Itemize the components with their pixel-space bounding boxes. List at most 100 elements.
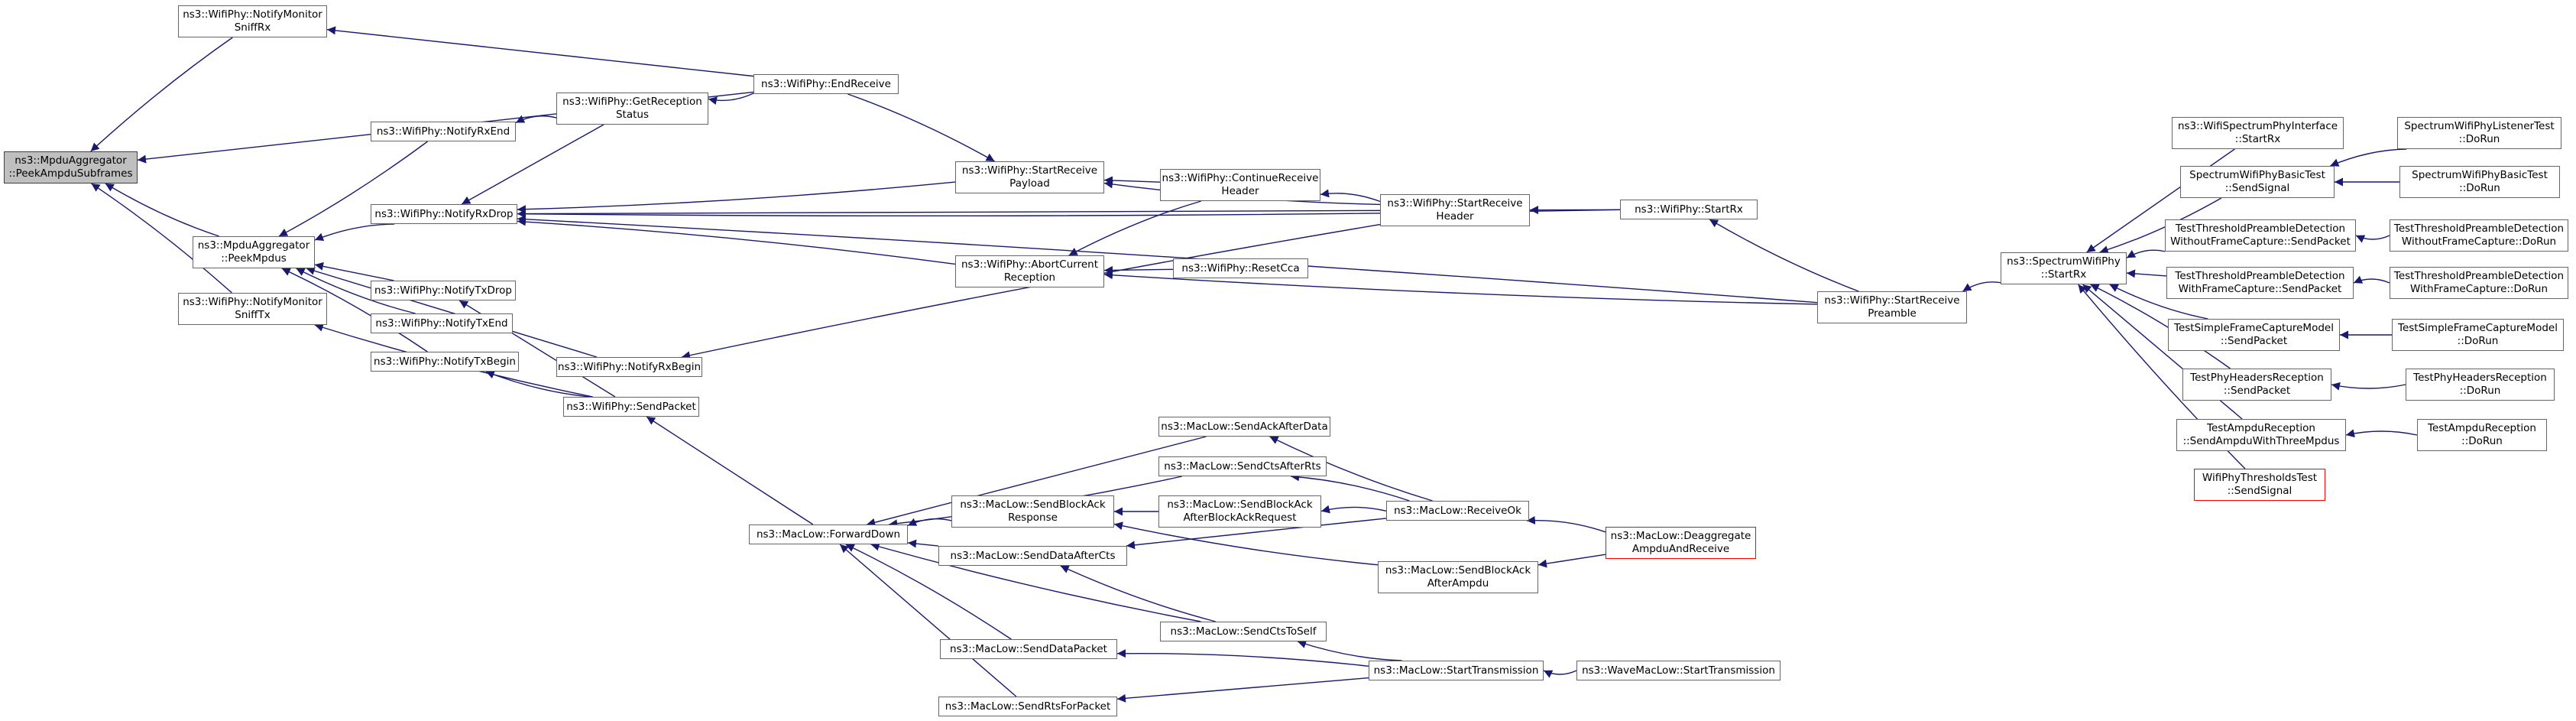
node-continue-receive-header[interactable]: ns3::WifiPhy::ContinueReceive Header [1160, 169, 1320, 201]
node-label: ns3::WifiPhy::EndReceive [761, 77, 891, 90]
node-label: ns3::MacLow::SendRtsForPacket [945, 700, 1111, 713]
edge-notifyRxBegin-to-peekMpdus [306, 266, 598, 358]
edge-deaggregate-to-receiveOk [1526, 515, 1606, 533]
edge-wifiSpectrumPhyInterface-to-spectrumStartRx [2086, 148, 2235, 253]
edge-sendAckAfterData-to-forwardDown [867, 436, 1207, 527]
node-send-rts-for-packet[interactable]: ns3::MacLow::SendRtsForPacket [938, 697, 1117, 716]
node-reset-cca[interactable]: ns3::WifiPhy::ResetCca [1173, 258, 1308, 278]
node-label: ns3::MacLow::SendBlockAck AfterAmpdu [1385, 564, 1531, 589]
edge-spectrumListenerDoRun-to-spectrumBasicSendSignal [2330, 148, 2407, 167]
node-get-reception-status[interactable]: ns3::WifiPhy::GetReception Status [556, 93, 708, 125]
node-notify-tx-begin[interactable]: ns3::WifiPhy::NotifyTxBegin [371, 352, 519, 372]
node-end-receive[interactable]: ns3::WifiPhy::EndReceive [753, 74, 899, 94]
node-phy-headers-do-run[interactable]: TestPhyHeadersReception ::DoRun [2406, 369, 2555, 401]
node-simple-frame-do-run[interactable]: TestSimpleFrameCaptureModel ::DoRun [2392, 319, 2564, 351]
node-label: TestSimpleFrameCaptureModel ::DoRun [2398, 322, 2558, 347]
edge-receiveOk-to-sendAckAfterData [1269, 436, 1433, 502]
edge-abortCurrentReception-to-notifyRxDrop [517, 217, 956, 265]
node-label: TestThresholdPreambleDetection WithoutFr… [2393, 222, 2565, 248]
node-spectrum-listener-do-run[interactable]: SpectrumWifiPhyListenerTest ::DoRun [2397, 117, 2561, 149]
node-forward-down[interactable]: ns3::MacLow::ForwardDown [749, 525, 908, 544]
node-send-block-ack-after-ampdu[interactable]: ns3::MacLow::SendBlockAck AfterAmpdu [1378, 561, 1538, 593]
edge-forwardDown-to-sendPacket [646, 416, 814, 525]
node-spectrum-start-rx[interactable]: ns3::SpectrumWifiPhy ::StartRx [2001, 252, 2127, 284]
edge-sendCtsToSelf-to-forwardDown [870, 542, 1201, 622]
edge-continueReceiveHeader-to-startReceivePayload [1103, 176, 1161, 185]
node-send-data-packet[interactable]: ns3::MacLow::SendDataPacket [940, 639, 1117, 659]
edge-sendCtsToSelf-to-sendDataAfterCts [1060, 565, 1216, 622]
node-label: ns3::MacLow::SendAckAfterData [1161, 420, 1328, 433]
node-root[interactable]: ns3::MpduAggregator ::PeekAmpduSubframes [4, 151, 138, 183]
node-wave-start-transmission[interactable]: ns3::WaveMacLow::StartTransmission [1576, 661, 1781, 680]
node-notify-monitor-sniff-tx[interactable]: ns3::WifiPhy::NotifyMonitor SniffTx [178, 293, 327, 325]
node-label: TestAmpduReception ::SendAmpduWithThreeM… [2182, 422, 2340, 447]
node-label: ns3::MacLow::SendDataAfterCts [950, 549, 1116, 562]
node-start-transmission[interactable]: ns3::MacLow::StartTransmission [1369, 661, 1544, 680]
node-send-block-ack-after-bar[interactable]: ns3::MacLow::SendBlockAck AfterBlockAckR… [1158, 495, 1321, 528]
edge-notifyMonitorSniffTx-to-root [91, 183, 232, 294]
node-receive-ok[interactable]: ns3::MacLow::ReceiveOk [1386, 501, 1529, 521]
node-label: TestAmpduReception ::DoRun [2428, 422, 2536, 447]
node-label: ns3::MacLow::Deaggregate AmpduAndReceive [1610, 530, 1751, 555]
node-start-rx[interactable]: ns3::WifiPhy::StartRx [1620, 200, 1758, 219]
node-notify-rx-begin[interactable]: ns3::WifiPhy::NotifyRxBegin [556, 357, 702, 377]
edge-endReceive-to-notifyMonitorSniffRx [326, 26, 754, 77]
node-send-cts-to-self[interactable]: ns3::MacLow::SendCtsToSelf [1160, 622, 1327, 641]
node-abort-current-reception[interactable]: ns3::WifiPhy::AbortCurrent Reception [955, 255, 1104, 287]
node-label: ns3::MacLow::SendBlockAck AfterBlockAckR… [1167, 499, 1313, 524]
edge-sendBlockAckResponse-to-forwardDown [907, 518, 952, 526]
node-spectrum-basic-do-run[interactable]: SpectrumWifiPhyBasicTest ::DoRun [2399, 166, 2560, 198]
node-deaggregate[interactable]: ns3::MacLow::Deaggregate AmpduAndReceive [1606, 527, 1756, 559]
node-label: ns3::MacLow::SendCtsToSelf [1170, 625, 1317, 638]
node-send-data-after-cts[interactable]: ns3::MacLow::SendDataAfterCts [938, 546, 1127, 566]
edge-endReceive-to-startReceivePayload [847, 93, 995, 162]
node-simple-frame-send[interactable]: TestSimpleFrameCaptureModel ::SendPacket [2168, 319, 2340, 351]
node-phy-headers-send[interactable]: TestPhyHeadersReception ::SendPacket [2182, 369, 2331, 401]
node-label: ns3::MacLow::StartTransmission [1373, 664, 1539, 677]
node-ampdu-do-run[interactable]: TestAmpduReception ::DoRun [2417, 419, 2547, 451]
node-spectrum-basic-send-signal[interactable]: SpectrumWifiPhyBasicTest ::SendSignal [2180, 166, 2335, 198]
node-threshold-with-send[interactable]: TestThresholdPreambleDetection WithFrame… [2166, 267, 2354, 299]
node-label: TestPhyHeadersReception ::DoRun [2413, 372, 2547, 397]
node-send-ack-after-data[interactable]: ns3::MacLow::SendAckAfterData [1158, 417, 1330, 437]
node-start-receive-payload[interactable]: ns3::WifiPhy::StartReceive Payload [955, 161, 1104, 193]
node-label: ns3::WifiPhy::NotifyMonitor SniffTx [183, 296, 322, 321]
node-notify-tx-drop[interactable]: ns3::WifiPhy::NotifyTxDrop [371, 281, 516, 300]
node-threshold-without-do-run[interactable]: TestThresholdPreambleDetection WithoutFr… [2390, 219, 2568, 252]
edge-phyHeadersSend-to-spectrumStartRx [2090, 284, 2231, 369]
node-start-receive-header[interactable]: ns3::WifiPhy::StartReceive Header [1380, 194, 1530, 226]
node-send-packet[interactable]: ns3::WifiPhy::SendPacket [563, 397, 699, 417]
node-send-cts-after-rts[interactable]: ns3::MacLow::SendCtsAfterRts [1158, 456, 1327, 476]
edge-sendDataAfterCts-to-forwardDown [907, 539, 939, 548]
node-start-receive-preamble[interactable]: ns3::WifiPhy::StartReceive Preamble [1817, 291, 1967, 323]
node-wifi-spectrum-phy-interface[interactable]: ns3::WifiSpectrumPhyInterface ::StartRx [2172, 117, 2344, 149]
node-notify-monitor-sniff-rx[interactable]: ns3::WifiPhy::NotifyMonitor SniffRx [178, 5, 327, 37]
edge-sendBlockAckAfterAmpdu-to-sendBlockAckResponse [1113, 521, 1379, 566]
node-notify-rx-drop[interactable]: ns3::WifiPhy::NotifyRxDrop [371, 204, 517, 224]
node-label: ns3::WifiPhy::NotifyTxEnd [375, 317, 508, 330]
edge-endReceive-to-getReceptionStatus [708, 93, 754, 106]
edge-startReceiveHeader-to-continueReceiveHeader [1320, 189, 1381, 203]
edge-deaggregate-to-sendBlockAckAfterAmpdu [1537, 554, 1606, 568]
node-label: ns3::MpduAggregator ::PeekMpdus [197, 239, 310, 265]
node-threshold-with-do-run[interactable]: TestThresholdPreambleDetection WithFrame… [2390, 267, 2568, 299]
edge-peekMpdus-to-root [105, 183, 219, 237]
node-notify-rx-end[interactable]: ns3::WifiPhy::NotifyRxEnd [371, 122, 516, 141]
node-send-block-ack-response[interactable]: ns3::MacLow::SendBlockAck Response [951, 495, 1114, 528]
node-label: ns3::WifiPhy::NotifyRxEnd [376, 125, 510, 138]
node-peek-mpdus[interactable]: ns3::MpduAggregator ::PeekMpdus [193, 236, 315, 268]
edge-notifyTxEnd-to-peekMpdus [296, 268, 416, 314]
edge-phyHeadersDoRun-to-phyHeadersSend [2331, 382, 2406, 391]
node-label: ns3::MacLow::SendDataPacket [950, 642, 1107, 655]
node-notify-tx-end[interactable]: ns3::WifiPhy::NotifyTxEnd [371, 313, 513, 333]
node-label: ns3::MacLow::SendCtsAfterRts [1164, 460, 1321, 473]
node-label: ns3::SpectrumWifiPhy ::StartRx [2007, 255, 2121, 281]
edge-startReceiveHeader-to-notifyRxDrop [517, 209, 1381, 219]
edge-receiveOk-to-sendDataAfterCts [1126, 518, 1387, 550]
node-ampdu-send[interactable]: TestAmpduReception ::SendAmpduWithThreeM… [2176, 419, 2346, 451]
node-thresholds-send-signal[interactable]: WifiPhyThresholdsTest ::SendSignal [2194, 469, 2325, 501]
node-label: ns3::WifiPhy::StartRx [1635, 203, 1743, 216]
node-threshold-without-send[interactable]: TestThresholdPreambleDetection WithoutFr… [2165, 219, 2356, 252]
edge-ampduDoRun-to-ampduSend [2345, 429, 2418, 438]
edge-ampduSend-to-spectrumStartRx [2082, 284, 2243, 420]
